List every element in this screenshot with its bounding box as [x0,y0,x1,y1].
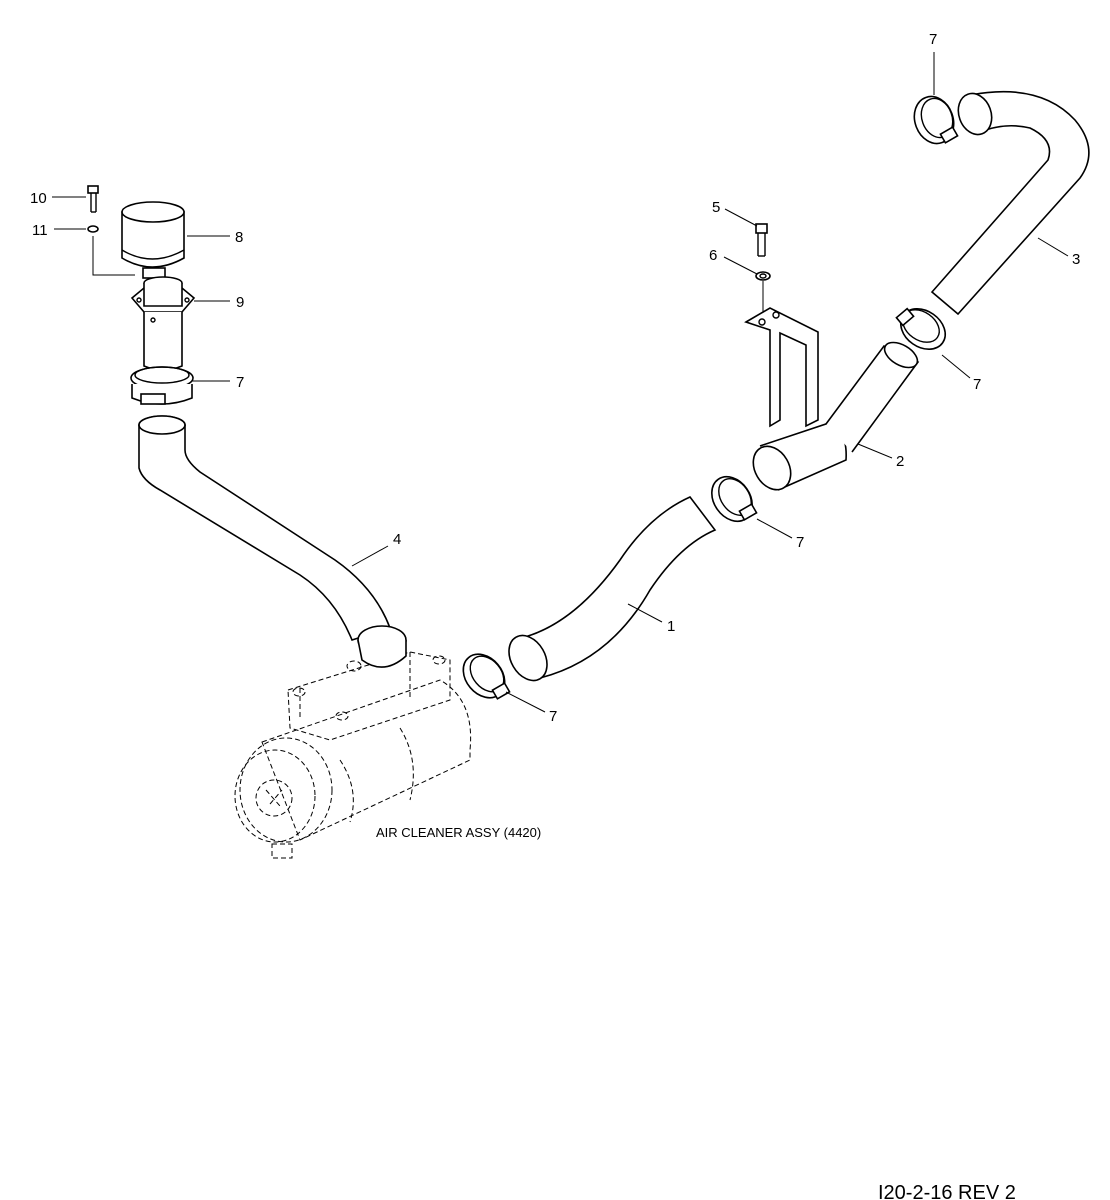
hose-clamp-cleaner [462,653,511,700]
callout-labels: 10 11 8 9 7 4 7 1 7 2 5 6 7 3 7 [30,31,1080,725]
mounting-bolt [87,185,99,213]
hose-clamp-right [895,307,947,350]
bracket-bolt [755,223,768,257]
hose-clamp-adapter [130,366,194,405]
callout-7-adapter: 7 [236,374,244,391]
callout-10: 10 [30,190,47,207]
callout-4: 4 [393,531,401,548]
mounting-adapter [130,276,196,371]
callout-7-cleaner: 7 [549,708,557,725]
callout-11: 11 [32,222,48,239]
bracket-washer [755,271,771,281]
hose-3 [930,90,1090,316]
callout-7-top: 7 [929,31,937,48]
washer [87,225,99,233]
support-bracket [744,307,819,428]
callout-1: 1 [667,618,675,635]
callout-5: 5 [712,199,720,216]
callout-6: 6 [709,247,717,264]
callout-2: 2 [896,453,904,470]
pipe-2 [752,341,920,491]
callout-3: 3 [1072,251,1080,268]
hose-1 [508,496,717,682]
callout-9: 9 [236,294,244,311]
hose-clamp-mid [711,475,758,523]
callout-8: 8 [235,229,243,246]
assembly-caption: AIR CLEANER ASSY (4420) [376,825,541,840]
precleaner-cap [121,201,185,279]
callout-7-right: 7 [973,376,981,393]
air-cleaner-assembly [234,625,472,859]
hose-clamp-top [913,95,959,145]
callout-7-mid: 7 [796,534,804,551]
leader-lines [52,52,1069,713]
drawing-number: I20-2-16 REV 2 [878,1182,1016,1200]
hose-4 [138,415,392,641]
